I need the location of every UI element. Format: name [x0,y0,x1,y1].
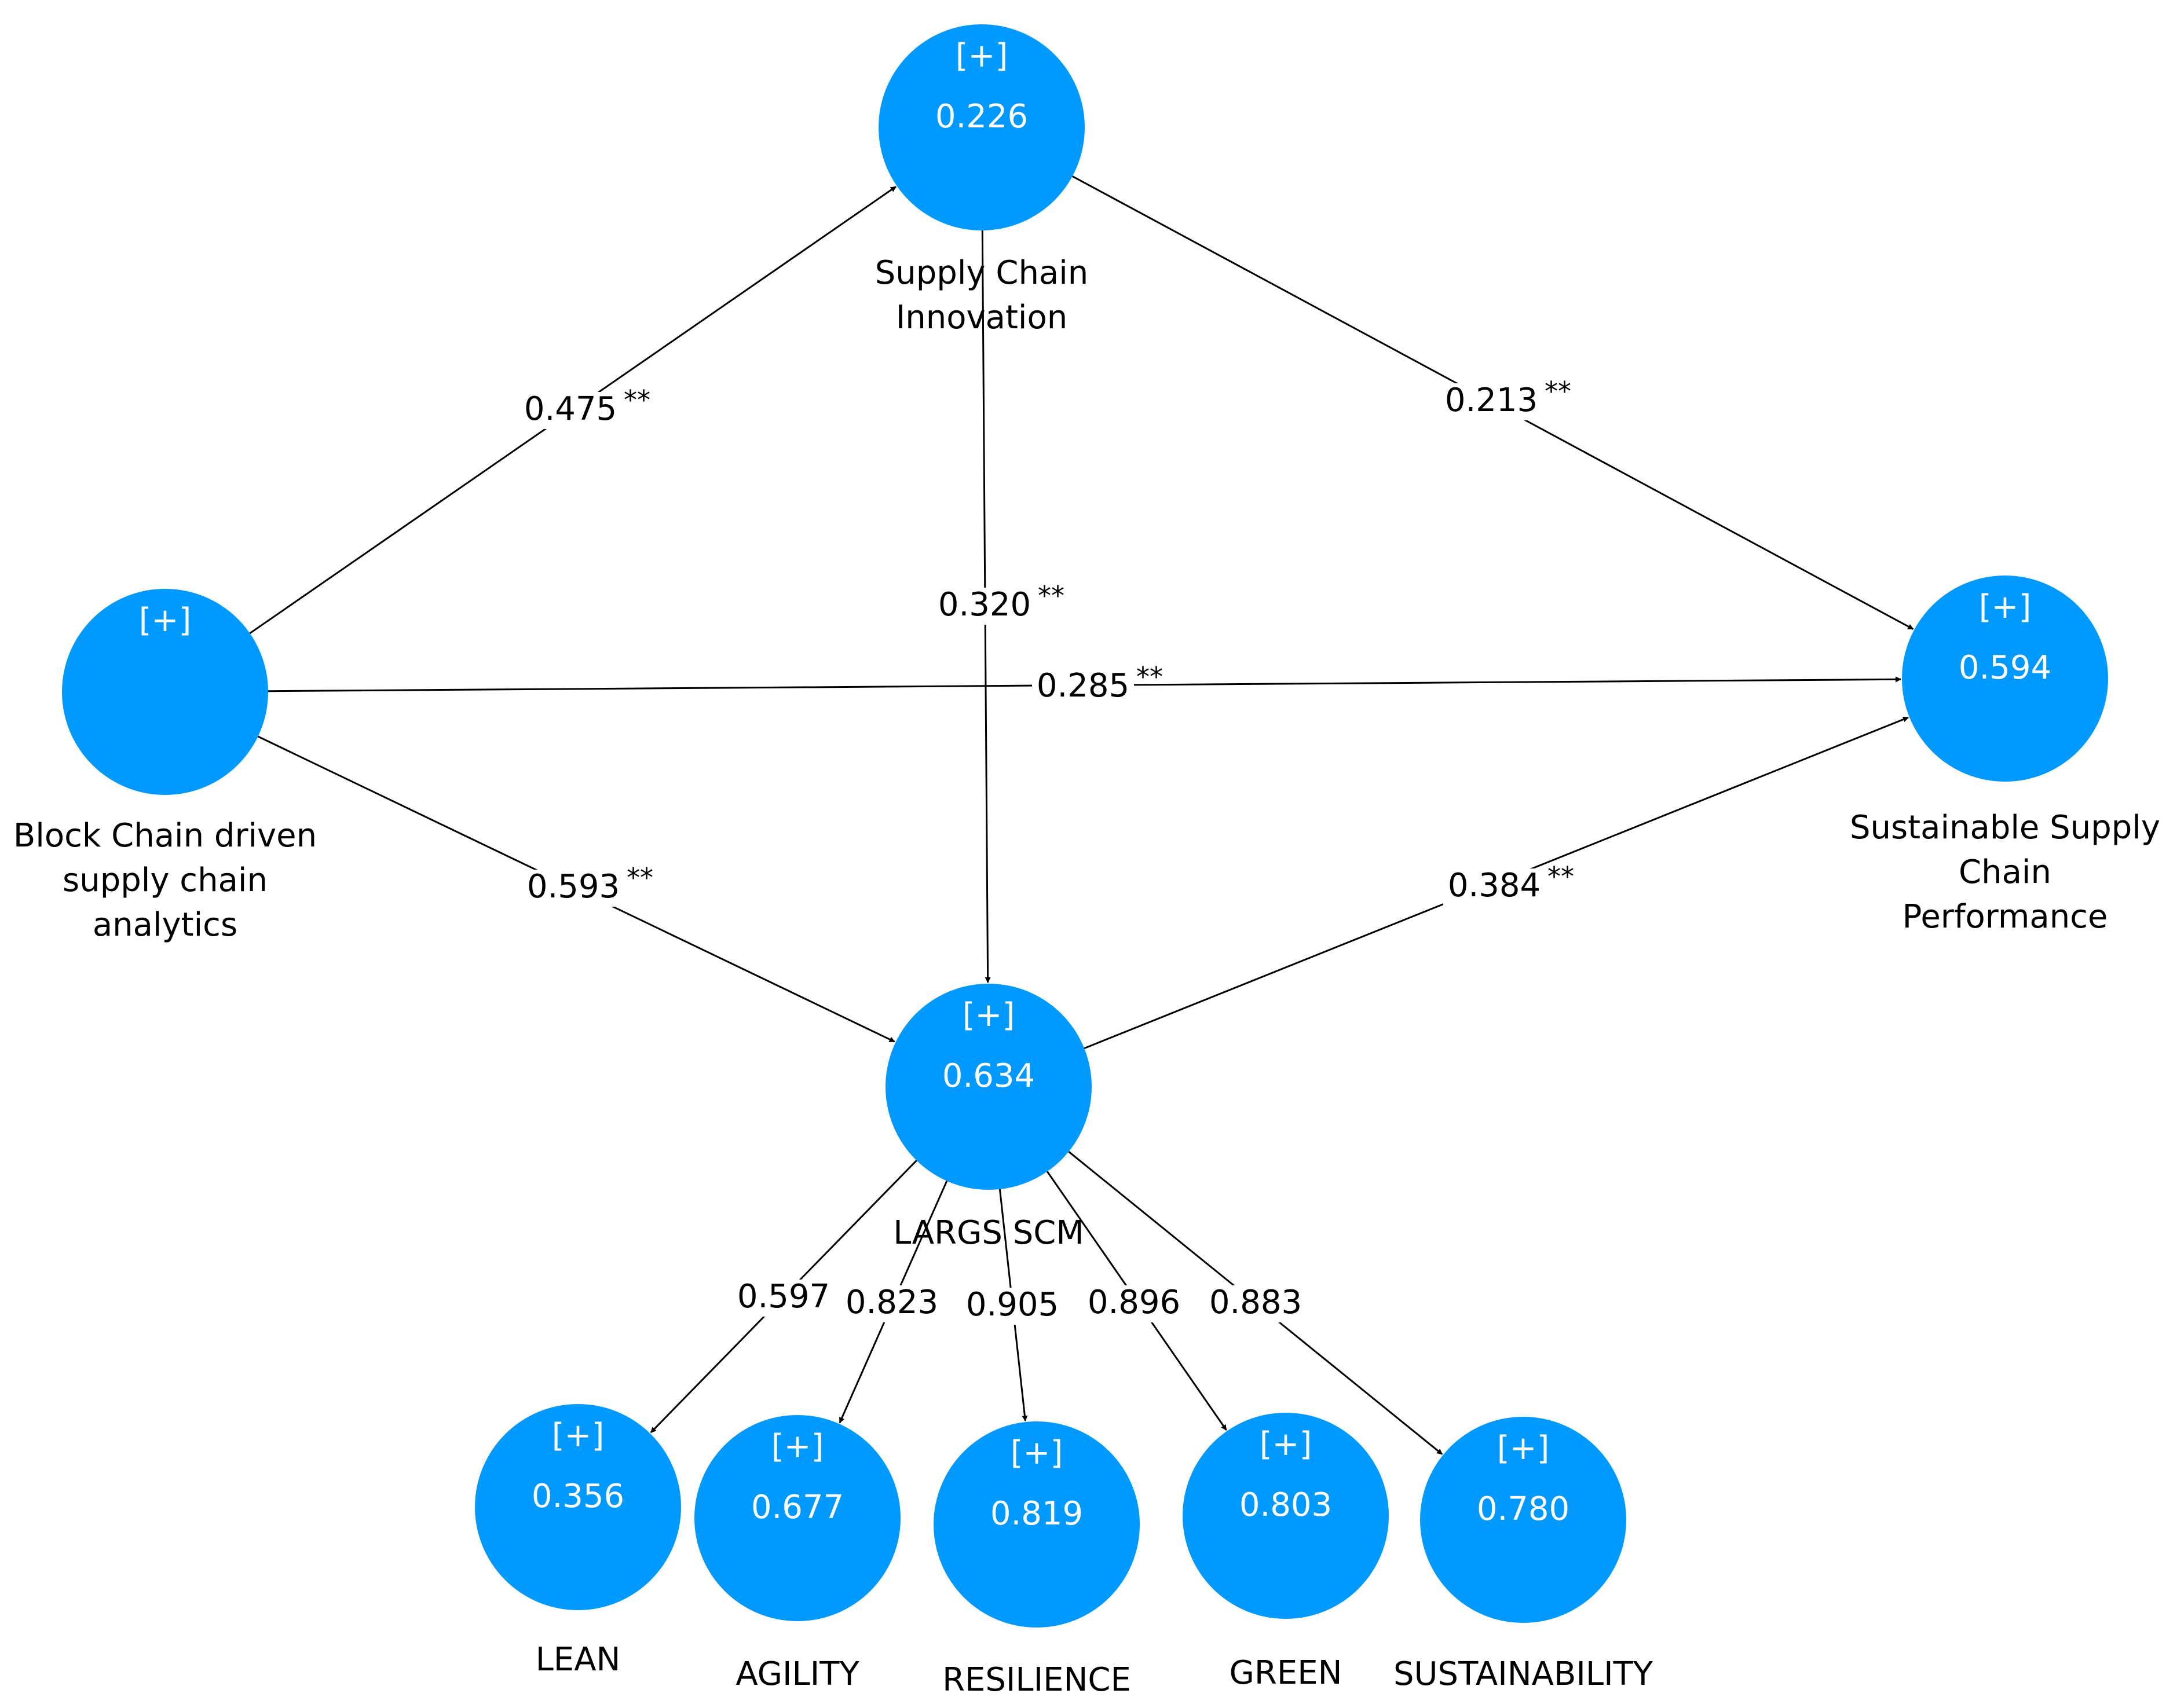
edge-label-background [733,1280,835,1317]
path-coefficient: 0.320 [938,586,1031,624]
construct-label: LEAN [536,1641,621,1678]
significance-marker: ** [1545,376,1571,407]
construct-label: Chain [1959,853,2051,891]
r-squared-value: 0.819 [990,1495,1083,1533]
r-squared-value: 0.226 [935,98,1028,135]
path-coefficient: 0.593 [527,868,620,906]
construct-label: LARGS SCM [893,1214,1084,1252]
r-squared-value: 0.677 [751,1489,844,1526]
significance-marker: ** [627,862,653,893]
construct-label: GREEN [1230,1654,1342,1692]
construct-circle[interactable] [694,1415,901,1621]
construct-label: Performance [1902,898,2108,936]
edge-labels-layer: 0.475**0.213**0.320**0.285**0.593**0.384… [519,376,1574,1325]
construct-label: Innovation [896,299,1068,336]
edge-label-largs-to-green: 0.896 [1083,1284,1185,1322]
edge-label-background [522,870,624,907]
r-squared-value: 0.634 [942,1057,1035,1095]
r-squared-value: 0.780 [1477,1490,1569,1528]
edges-layer [249,175,1914,1455]
construct-circle[interactable] [475,1404,681,1610]
path-coefficient: 0.475 [524,390,617,428]
nodes-layer: [+] Block Chain driven supply chain analyti… [13,24,2160,1699]
construct-circle[interactable] [934,1421,1140,1628]
edge-label-largs-to-sscp: 0.384** [1443,861,1574,906]
edge-label-background [934,588,1036,625]
edge-label-largs-to-sustainability: 0.883 [1205,1284,1307,1322]
expand-toggle[interactable]: [+] [1497,1430,1550,1467]
construct-label: AGILITY [736,1655,859,1693]
path-coefficient: 0.213 [1445,382,1538,419]
edge-label-background [841,1285,943,1322]
edge-label-background [1205,1285,1307,1322]
construct-circle[interactable] [62,589,268,795]
r-squared-value: 0.594 [1959,649,2051,687]
expand-toggle[interactable]: [+] [963,996,1015,1034]
expand-toggle[interactable]: [+] [956,37,1008,75]
expand-toggle[interactable]: [+] [1011,1434,1063,1472]
path-coefficient: 0.384 [1448,867,1541,904]
expand-toggle[interactable]: [+] [139,602,192,639]
edge-label-background [1440,383,1542,420]
construct-label: Block Chain driven [13,817,317,855]
node-blockchain[interactable]: [+] Block Chain driven supply chain analyti… [13,589,317,944]
construct-circle[interactable] [1420,1417,1626,1623]
construct-label: analytics [93,906,237,944]
construct-circle[interactable] [1902,576,2108,782]
construct-label: SUSTAINABILITY [1393,1655,1653,1693]
significance-marker: ** [1547,861,1574,892]
r-squared-value: 0.356 [532,1478,624,1515]
path-coefficient: 0.896 [1088,1284,1180,1321]
edge-label-blockchain-to-sscp: 0.285** [1032,661,1163,706]
edge-label-background [519,392,621,429]
path-coefficient: 0.905 [966,1286,1059,1324]
construct-circle[interactable] [886,984,1092,1190]
edge-label-largs-to-resilience: 0.905 [961,1286,1063,1325]
construct-circle[interactable] [879,24,1085,230]
construct-label: Supply Chain [875,254,1089,292]
expand-toggle[interactable]: [+] [1260,1425,1312,1463]
construct-label: Sustainable Supply [1850,809,2160,846]
edge-label-background [1083,1285,1185,1322]
significance-marker: ** [624,384,650,416]
edge-label-background [961,1288,1063,1325]
expand-toggle[interactable]: [+] [771,1428,824,1465]
path-coefficient: 0.597 [737,1278,830,1315]
path-coefficient: 0.883 [1209,1284,1302,1321]
expand-toggle[interactable]: [+] [552,1417,605,1454]
expand-toggle[interactable]: [+] [1979,588,2032,626]
edge-label-innovation-to-sscp: 0.213** [1440,376,1571,420]
construct-label: supply chain [63,862,268,899]
edge-label-innovation-to-largs: 0.320** [934,580,1064,625]
r-squared-value: 0.803 [1239,1486,1332,1524]
edge-label-blockchain-to-largs: 0.593** [522,862,653,907]
edge-label-background [1443,868,1545,906]
edge-label-largs-to-agility: 0.823 [841,1284,943,1322]
path-coefficient: 0.285 [1037,667,1129,705]
edge-label-blockchain-to-innovation: 0.475** [519,384,650,429]
significance-marker: ** [1038,580,1064,611]
construct-circle[interactable] [1183,1413,1389,1619]
edge-label-background [1032,669,1134,706]
construct-label: RESILIENCE [942,1661,1131,1699]
significance-marker: ** [1136,661,1163,692]
edge-label-largs-to-lean: 0.597 [733,1278,835,1317]
path-coefficient: 0.823 [846,1284,938,1321]
